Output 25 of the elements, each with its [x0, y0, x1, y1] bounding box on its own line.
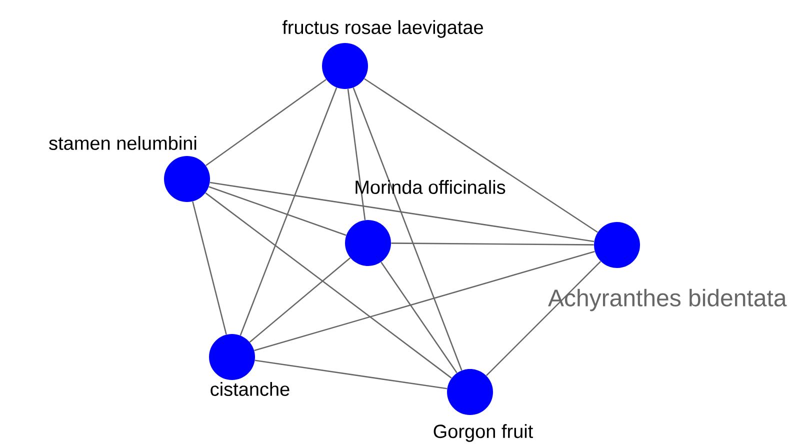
node-label: Gorgon fruit [434, 424, 533, 442]
edge-line [391, 242, 594, 246]
edge-line [254, 360, 448, 390]
node-circle [209, 334, 255, 380]
edge-line [352, 87, 462, 371]
node-circle [345, 220, 391, 266]
edge-line [205, 192, 452, 379]
node-circle [594, 222, 640, 268]
node-circle [322, 43, 368, 89]
edge-line [364, 78, 598, 233]
edge-line [240, 87, 338, 336]
edge-line [206, 78, 327, 166]
edge-line [347, 88, 366, 220]
edge-line [192, 201, 227, 335]
edge-line [210, 182, 594, 242]
node-label: fructus rosae laevigatae [282, 20, 483, 38]
node-circle [164, 156, 210, 202]
edge-line [249, 257, 351, 343]
edge-line [208, 186, 346, 236]
edge-line [380, 262, 458, 374]
node-label: stamen nelumbini [49, 136, 196, 150]
edge-line [254, 250, 595, 352]
node-circle [447, 369, 493, 415]
node-label: cistanche [210, 382, 290, 396]
edge-line [486, 260, 602, 376]
